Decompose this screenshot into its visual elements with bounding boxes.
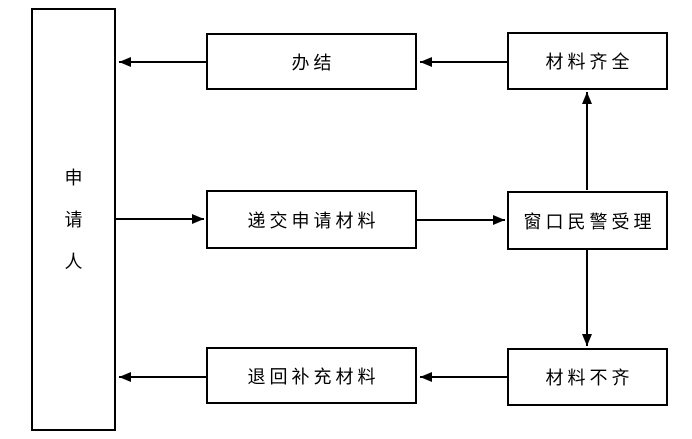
node-police-accept-label: 窗口民警受理	[523, 211, 656, 232]
node-return-materials: 退回补充材料	[206, 347, 417, 404]
node-police-accept: 窗口民警受理	[507, 191, 668, 250]
node-materials-incomplete-label: 材料不齐	[545, 368, 634, 388]
node-materials-complete: 材料齐全	[507, 32, 668, 90]
node-submit-materials: 递交申请材料	[206, 190, 417, 249]
node-return-materials-label: 退回补充材料	[247, 366, 380, 387]
node-finish: 办结	[206, 33, 417, 90]
node-applicant-label: 申请人	[64, 167, 83, 272]
node-finish-label: 办结	[291, 52, 336, 73]
node-submit-materials-label: 递交申请材料	[247, 210, 380, 231]
node-materials-incomplete: 材料不齐	[507, 348, 668, 406]
node-applicant: 申请人	[31, 8, 116, 431]
node-materials-complete-label: 材料齐全	[545, 52, 634, 72]
